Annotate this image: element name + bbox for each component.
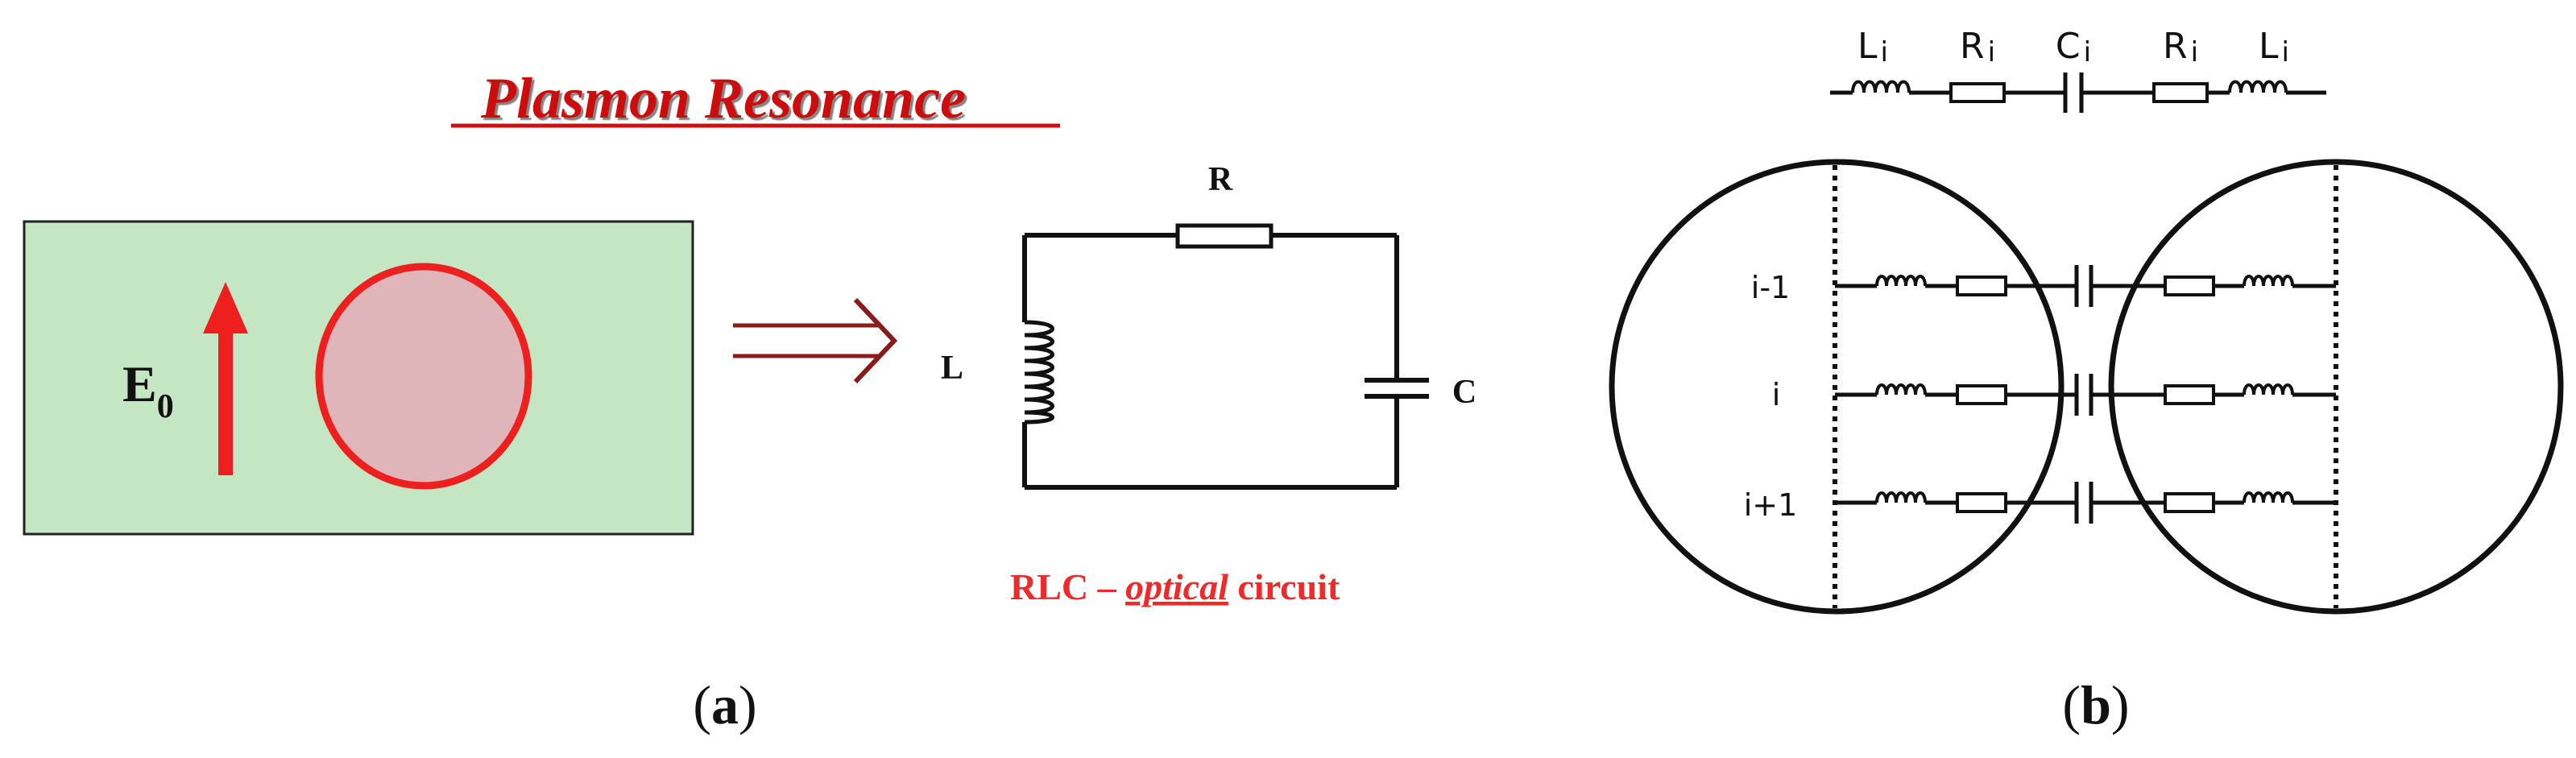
inductor-coil-icon bbox=[1875, 275, 1927, 287]
inductor-coil-icon bbox=[1024, 320, 1054, 425]
resistor-symbol bbox=[2164, 492, 2215, 513]
resistor-symbol bbox=[2164, 384, 2215, 405]
left-sphere bbox=[1609, 159, 2065, 615]
inductor-coil-icon bbox=[1875, 491, 1927, 503]
resistor-symbol bbox=[1956, 275, 2007, 296]
c-label: C bbox=[1452, 374, 1476, 411]
inductor-coil-icon bbox=[2243, 383, 2294, 396]
resistor-symbol bbox=[1175, 223, 1274, 249]
implies-arrow-icon bbox=[733, 297, 898, 384]
resistor-symbol bbox=[1956, 384, 2007, 405]
r-label: R bbox=[1208, 161, 1233, 198]
nanoparticle bbox=[315, 263, 532, 490]
inductor-coil-icon bbox=[2243, 491, 2294, 503]
field-arrow-icon bbox=[203, 282, 248, 475]
panel-a: Plasmon Resonance E0 bbox=[23, 66, 1476, 735]
panel-b-sublabel: (b) bbox=[2062, 674, 2129, 735]
resistor-symbol bbox=[2152, 82, 2209, 103]
rlc-caption: RLC – optical circuit bbox=[1010, 566, 1340, 607]
inductor-coil-icon bbox=[2228, 80, 2288, 93]
row-label-i: i bbox=[1772, 377, 1781, 412]
resistor-symbol bbox=[2164, 275, 2215, 296]
panel-a-sublabel: (a) bbox=[693, 674, 756, 735]
right-sphere bbox=[2108, 159, 2564, 615]
l-label: L bbox=[941, 350, 963, 387]
inductor-coil-icon bbox=[1875, 383, 1927, 396]
row-chains bbox=[1835, 265, 2336, 524]
field-label: E0 bbox=[122, 355, 174, 425]
legend-chain bbox=[1830, 72, 2326, 113]
resistor-symbol bbox=[1949, 82, 2006, 103]
plasmon-resonance-title: Plasmon Resonance bbox=[480, 66, 966, 130]
inductor-coil-icon bbox=[1851, 80, 1911, 93]
inductor-coil-icon bbox=[2243, 275, 2294, 287]
row-label-i-minus-1: i-1 bbox=[1751, 270, 1790, 305]
resistor-symbol bbox=[1956, 492, 2007, 513]
rlc-circuit bbox=[1022, 223, 1429, 490]
row-label-i-plus-1: i+1 bbox=[1744, 487, 1798, 523]
